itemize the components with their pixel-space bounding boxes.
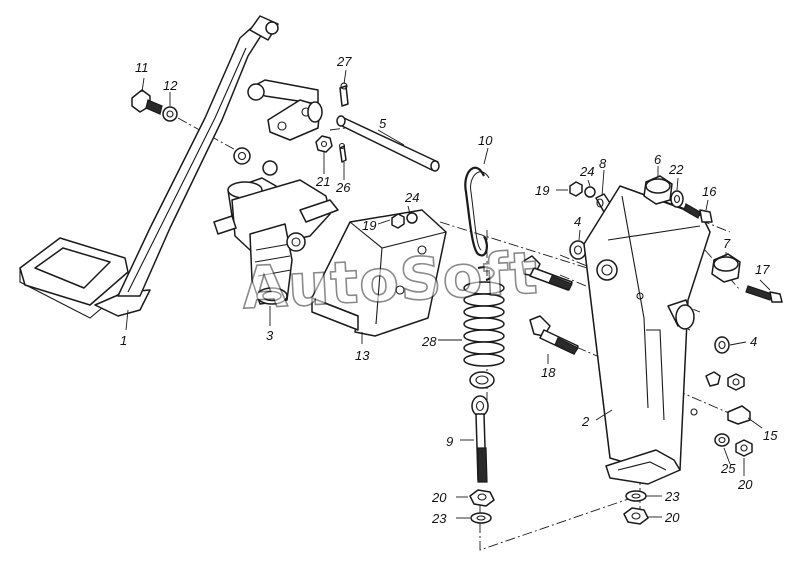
washer-24-right — [584, 186, 596, 198]
label-20-bottom: 20 — [664, 510, 680, 525]
washer-4-lower — [714, 336, 730, 354]
nut-19-left — [391, 213, 405, 229]
cotter-pin-27 — [339, 82, 349, 107]
label-26: 26 — [335, 180, 351, 195]
label-5: 5 — [379, 116, 387, 131]
label-24-left: 24 — [404, 190, 419, 205]
bolt-18-upper — [521, 255, 573, 291]
autosoft-watermark: AutoSoft — [240, 239, 539, 322]
label-7: 7 — [723, 236, 731, 251]
label-4-lower: 4 — [750, 334, 757, 349]
label-13: 13 — [355, 348, 370, 363]
label-21: 21 — [315, 174, 330, 189]
label-3: 3 — [266, 328, 274, 343]
spring-28 — [463, 266, 505, 389]
label-1: 1 — [120, 333, 127, 348]
label-6: 6 — [654, 152, 662, 167]
nut-19-right — [569, 181, 583, 197]
label-10: 10 — [478, 133, 493, 148]
label-20-right: 20 — [737, 477, 753, 492]
pivot-bracket — [247, 79, 323, 176]
bracket-2 — [583, 185, 711, 485]
leader-lines — [125, 69, 771, 519]
label-15: 15 — [763, 428, 778, 443]
nut-20-lower — [469, 489, 495, 507]
callout-labels: 1 2 3 4 4 5 6 7 8 9 10 11 12 13 15 16 17… — [120, 54, 778, 526]
washer-24-left — [406, 212, 418, 224]
washer-22 — [670, 190, 684, 208]
nut-group-right — [705, 371, 745, 391]
bolt-18-lower — [529, 315, 579, 355]
label-28: 28 — [421, 334, 437, 349]
label-23-lower: 23 — [431, 511, 447, 526]
label-18: 18 — [541, 365, 556, 380]
washer-23-lower — [470, 512, 492, 524]
master-cylinder-3 — [213, 177, 339, 305]
label-12: 12 — [163, 78, 178, 93]
label-8: 8 — [599, 156, 607, 171]
washer-25 — [714, 433, 730, 447]
label-19-right: 19 — [535, 183, 549, 198]
label-23-right: 23 — [664, 489, 680, 504]
roller-6 — [643, 175, 673, 205]
washer-23-right — [625, 490, 647, 502]
roller-7 — [711, 253, 741, 283]
label-25: 25 — [720, 461, 736, 476]
label-17: 17 — [755, 262, 770, 277]
bolt-17 — [745, 285, 783, 303]
castle-nut-21 — [315, 135, 333, 153]
eye-bolt-9 — [471, 395, 489, 483]
label-27: 27 — [336, 54, 352, 69]
label-9: 9 — [446, 434, 453, 449]
pedal-lever — [19, 15, 279, 319]
bolt-15 — [727, 405, 751, 425]
label-22: 22 — [668, 162, 684, 177]
bolt-11 — [131, 89, 163, 115]
nut-20-right — [735, 439, 753, 457]
label-20-lower: 20 — [431, 490, 447, 505]
label-24-right: 24 — [579, 164, 594, 179]
bolt-16 — [683, 203, 713, 223]
label-11: 11 — [135, 60, 149, 75]
bracket-13 — [311, 209, 447, 337]
label-2: 2 — [581, 414, 590, 429]
hook-10 — [464, 166, 490, 257]
label-19-left: 19 — [362, 218, 376, 233]
nut-20-bottom — [623, 507, 649, 525]
label-4-upper: 4 — [574, 214, 581, 229]
shaft-5 — [336, 115, 440, 172]
washer-12 — [162, 106, 178, 122]
pin-26 — [338, 142, 347, 163]
label-16: 16 — [702, 184, 717, 199]
